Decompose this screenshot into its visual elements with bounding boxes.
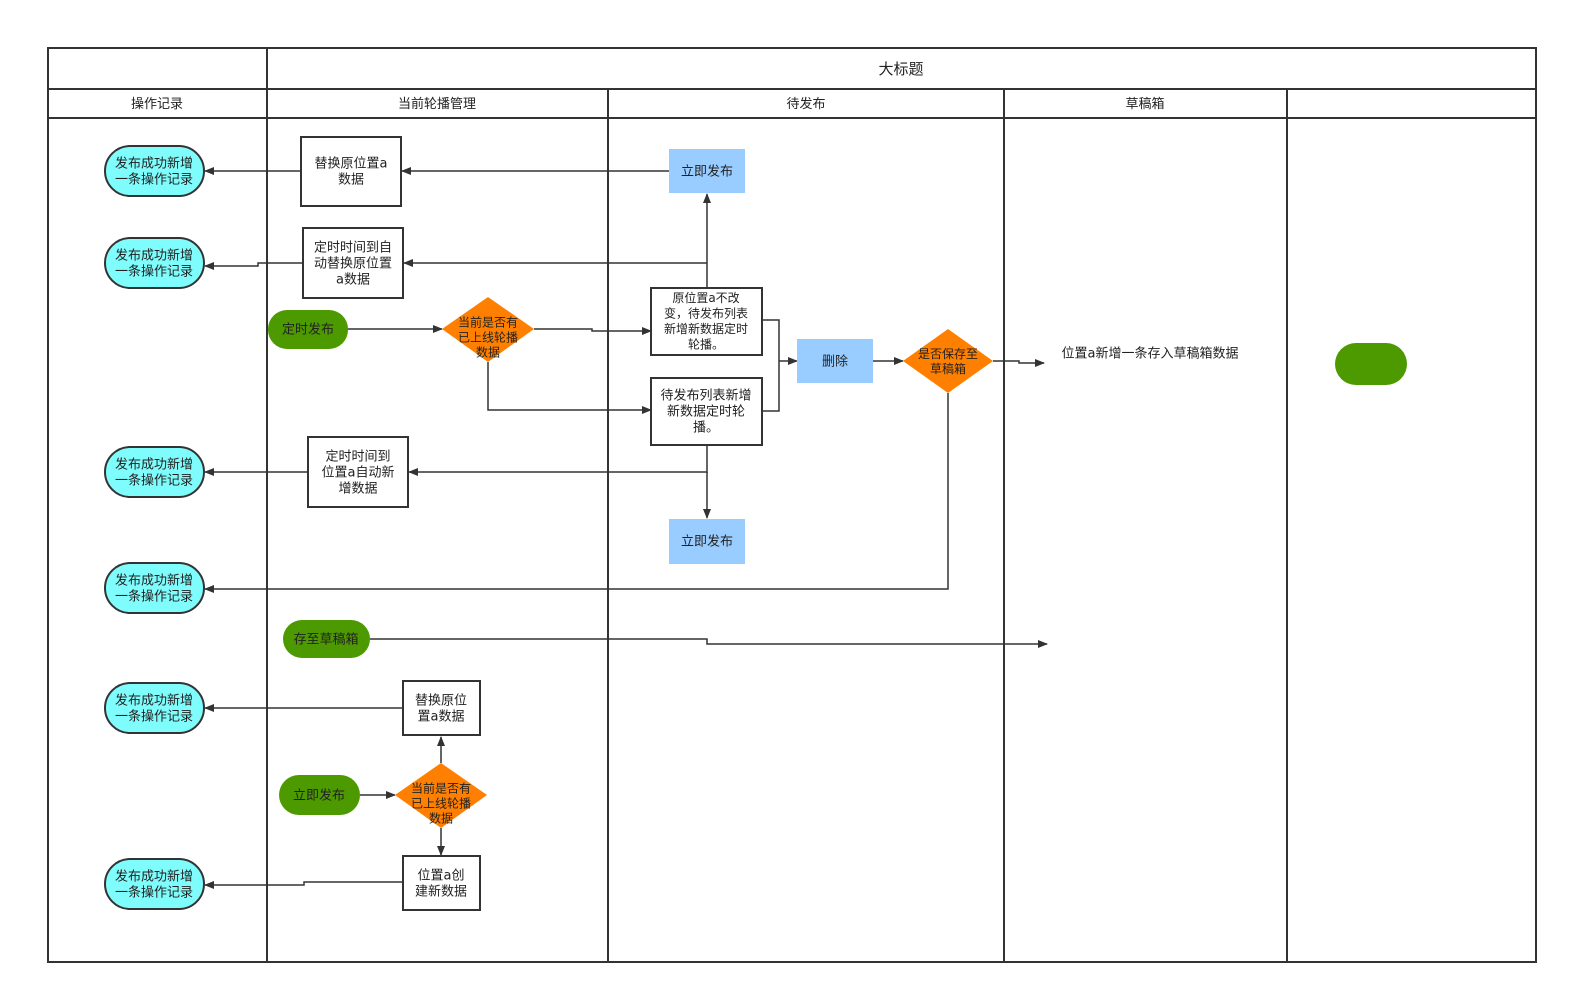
edge-decision3-to-rec4 <box>204 393 949 593</box>
node-record-3-label: 发布成功新增一条操作记录 <box>115 457 193 489</box>
node-instant-publish-start <box>279 775 360 815</box>
node-keep-position-a-label: 原位置a不改变，待发布列表新增新数据定时轮播。 <box>664 290 748 352</box>
edge-decision3-to-draftnote <box>993 359 1045 367</box>
node-decision-online-carousel-1 <box>442 297 534 362</box>
node-timed-add-label: 定时时间到位置a自动新增数据 <box>322 450 395 497</box>
node-record-2 <box>104 237 205 289</box>
node-record-4 <box>104 562 205 614</box>
node-create-position-a <box>402 855 481 911</box>
edge-pendingadd-to-timedadd <box>408 445 708 476</box>
node-timed-add <box>307 436 409 508</box>
edge-decision1-to-pendingadd <box>487 362 652 414</box>
edge-keeppos-to-merge <box>762 319 780 412</box>
node-delete-label: 删除 <box>822 355 848 370</box>
node-pending-add-label: 待发布列表新增新数据定时轮播。 <box>660 388 751 436</box>
connectors <box>204 167 1048 889</box>
node-replace-position-a-2-label: 替换原位置a数据 <box>415 694 467 725</box>
node-decision-save-draft-label: 是否保存至草稿箱 <box>918 347 978 376</box>
node-record-1-label: 发布成功新增一条操作记录 <box>115 156 193 188</box>
edge-draftstart-to-draftnote <box>370 638 1048 648</box>
node-decision-save-draft <box>903 329 993 393</box>
node-record-2-label: 发布成功新增一条操作记录 <box>115 248 193 280</box>
lane-header-drafts: 草稿箱 <box>1125 96 1164 112</box>
edge-timedreplace-to-rec2 <box>204 262 303 270</box>
node-instant-publish-start-label: 立即发布 <box>293 788 345 804</box>
node-record-3 <box>104 446 205 498</box>
node-publish-now-2-label: 立即发布 <box>681 534 733 550</box>
node-save-draft-start <box>283 620 370 658</box>
node-timed-replace <box>302 227 404 299</box>
node-publish-now-2 <box>669 519 745 564</box>
node-record-1 <box>104 145 205 197</box>
node-replace-position-a <box>300 136 402 207</box>
lane-header-pending: 待发布 <box>786 96 825 112</box>
node-timed-publish-start-label: 定时发布 <box>282 322 334 338</box>
swimlane-frame <box>47 47 1537 963</box>
node-decision-online-carousel-1-label: 当前是否有已上线轮播数据 <box>458 314 518 359</box>
node-save-draft-start-label: 存至草稿箱 <box>293 632 358 648</box>
edge-decision1-to-keeppos <box>534 327 652 335</box>
node-replace-position-a-2 <box>402 680 481 736</box>
node-decision-online-carousel-2-label: 当前是否有已上线轮播数据 <box>411 780 471 825</box>
node-end-terminator <box>1335 343 1407 385</box>
node-record-5 <box>104 682 205 734</box>
edge-create-to-rec6 <box>204 881 403 889</box>
lane-header-records: 操作记录 <box>131 96 183 112</box>
node-keep-position-a <box>650 287 763 356</box>
node-delete <box>797 339 873 383</box>
node-record-6 <box>104 858 205 910</box>
node-publish-now-1 <box>669 149 745 193</box>
node-pending-add <box>650 377 763 446</box>
node-record-4-label: 发布成功新增一条操作记录 <box>115 573 193 605</box>
node-publish-now-1-label: 立即发布 <box>681 164 733 180</box>
node-record-5-label: 发布成功新增一条操作记录 <box>115 693 193 725</box>
node-record-6-label: 发布成功新增一条操作记录 <box>115 869 193 901</box>
diagram-title: 大标题 <box>878 60 923 78</box>
lane-header-carousel: 当前轮播管理 <box>398 96 476 112</box>
node-decision-online-carousel-2 <box>395 763 487 828</box>
node-create-position-a-label: 位置a创建新数据 <box>415 869 467 900</box>
node-timed-publish-start <box>268 310 348 349</box>
node-draft-note: 位置a新增一条存入草稿箱数据 <box>1062 346 1239 362</box>
